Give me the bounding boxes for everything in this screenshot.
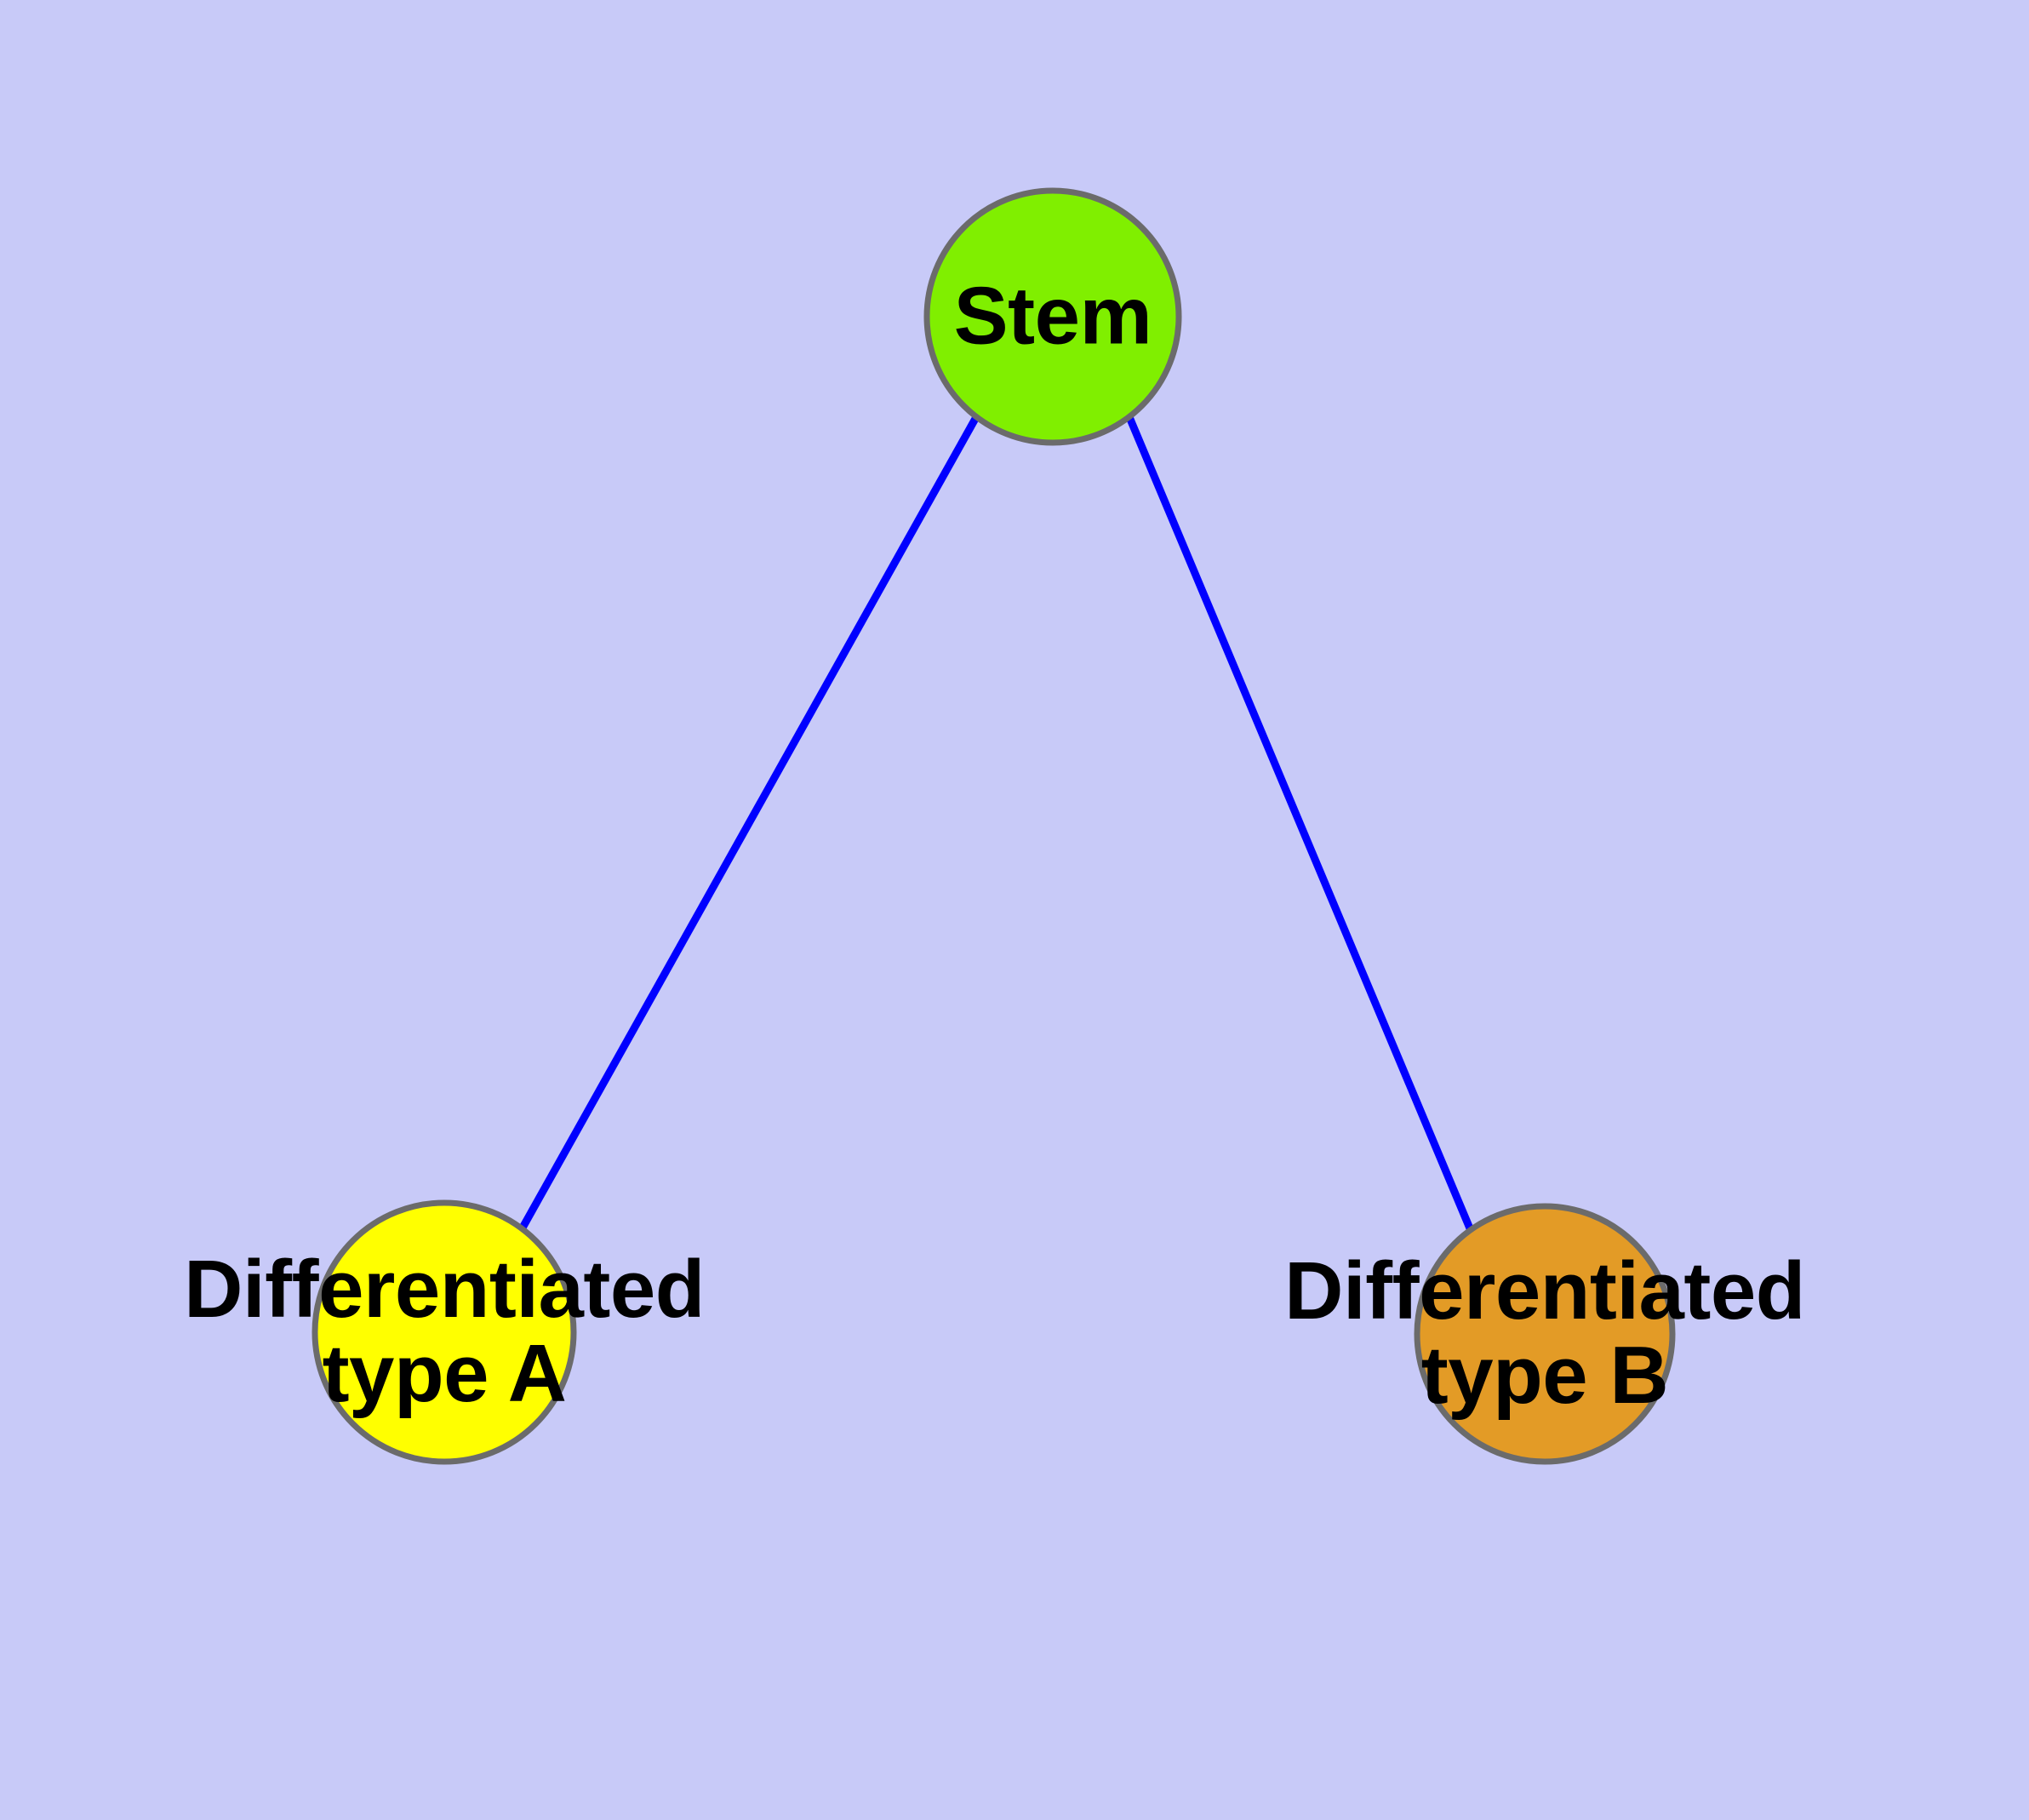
edge-stem-to-differentiated-type-a[interactable] <box>518 415 980 1232</box>
node-differentiated-type-b[interactable] <box>1414 1203 1676 1465</box>
nodes-group <box>311 187 1676 1465</box>
node-stem[interactable] <box>923 187 1182 446</box>
edges-group <box>518 415 1474 1232</box>
edge-stem-to-differentiated-type-b[interactable] <box>1125 415 1474 1230</box>
node-differentiated-type-a[interactable] <box>311 1199 577 1465</box>
